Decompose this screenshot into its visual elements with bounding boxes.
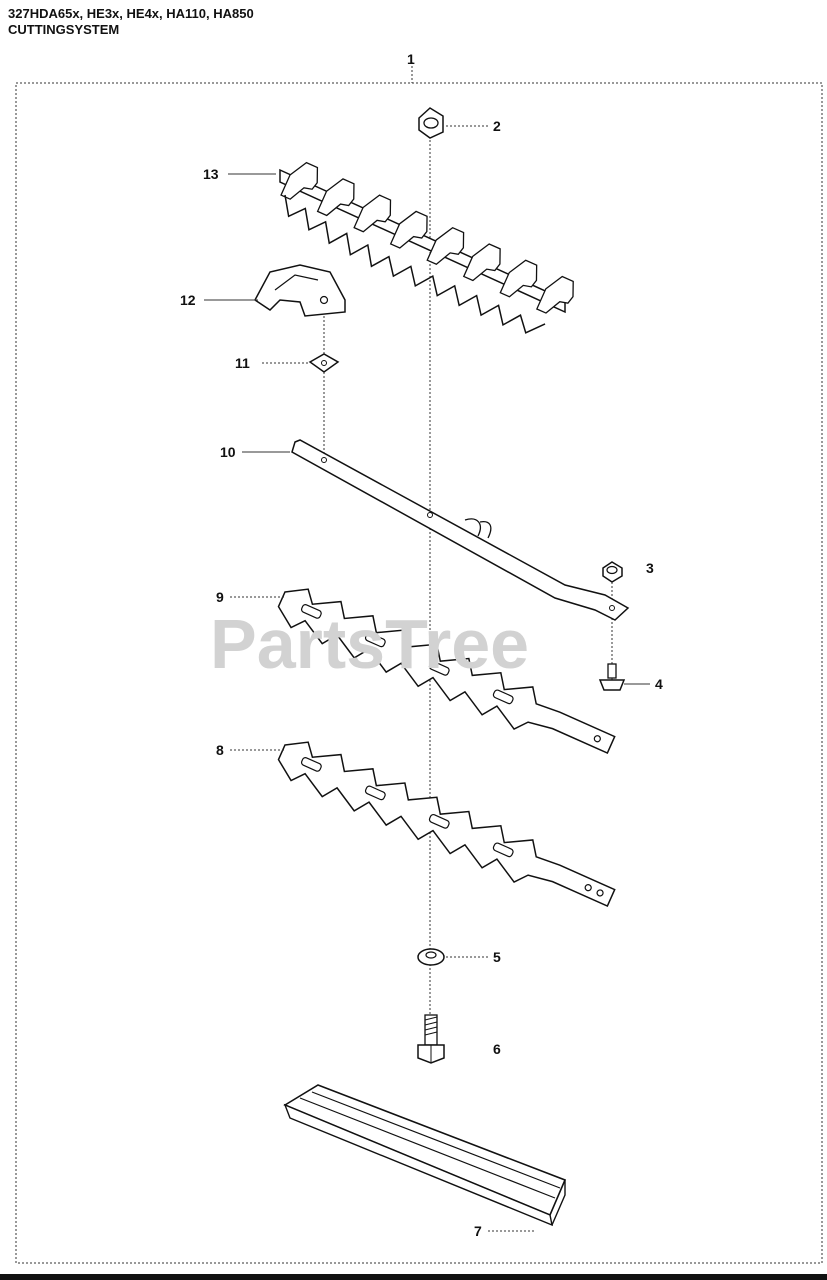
callout-5: 5 bbox=[493, 949, 501, 965]
screw-part-4 bbox=[598, 663, 626, 691]
bolt-part-6 bbox=[417, 1014, 445, 1064]
leader-lines bbox=[204, 125, 650, 1232]
callout-11: 11 bbox=[235, 355, 250, 371]
model-list: 327HDA65x, HE3x, HE4x, HA110, HA850 bbox=[8, 6, 254, 21]
callout-7: 7 bbox=[474, 1223, 482, 1239]
callout-8: 8 bbox=[216, 742, 224, 758]
callout-3: 3 bbox=[646, 560, 654, 576]
connecting-bar-part-10 bbox=[291, 439, 630, 621]
callout-12: 12 bbox=[180, 292, 196, 308]
washer-part-5 bbox=[417, 948, 445, 966]
section-title: CUTTINGSYSTEM bbox=[8, 22, 120, 37]
diagram-header: 327HDA65x, HE3x, HE4x, HA110, HA850 CUTT… bbox=[8, 6, 254, 38]
bottom-rule bbox=[0, 1274, 827, 1280]
callout-9: 9 bbox=[216, 589, 224, 605]
guide-plate-part-12 bbox=[254, 264, 346, 317]
callout-13: 13 bbox=[203, 166, 219, 182]
callout-6: 6 bbox=[493, 1041, 501, 1057]
blade-sheath-part-7 bbox=[283, 1084, 567, 1227]
watermark: PartsTree bbox=[210, 605, 529, 683]
small-nut-part-3 bbox=[602, 561, 623, 583]
callout-2: 2 bbox=[493, 118, 501, 134]
washer-part-11 bbox=[308, 353, 340, 373]
upper-blade-part-13 bbox=[279, 157, 580, 334]
callout-10: 10 bbox=[220, 444, 236, 460]
callout-1: 1 bbox=[407, 51, 415, 67]
cutting-blade-part-8 bbox=[277, 741, 616, 908]
nut-part-2 bbox=[418, 107, 444, 139]
cutting-blade-part-9 bbox=[277, 588, 616, 755]
callout-4: 4 bbox=[655, 676, 663, 692]
assembly-frame bbox=[15, 82, 823, 1264]
